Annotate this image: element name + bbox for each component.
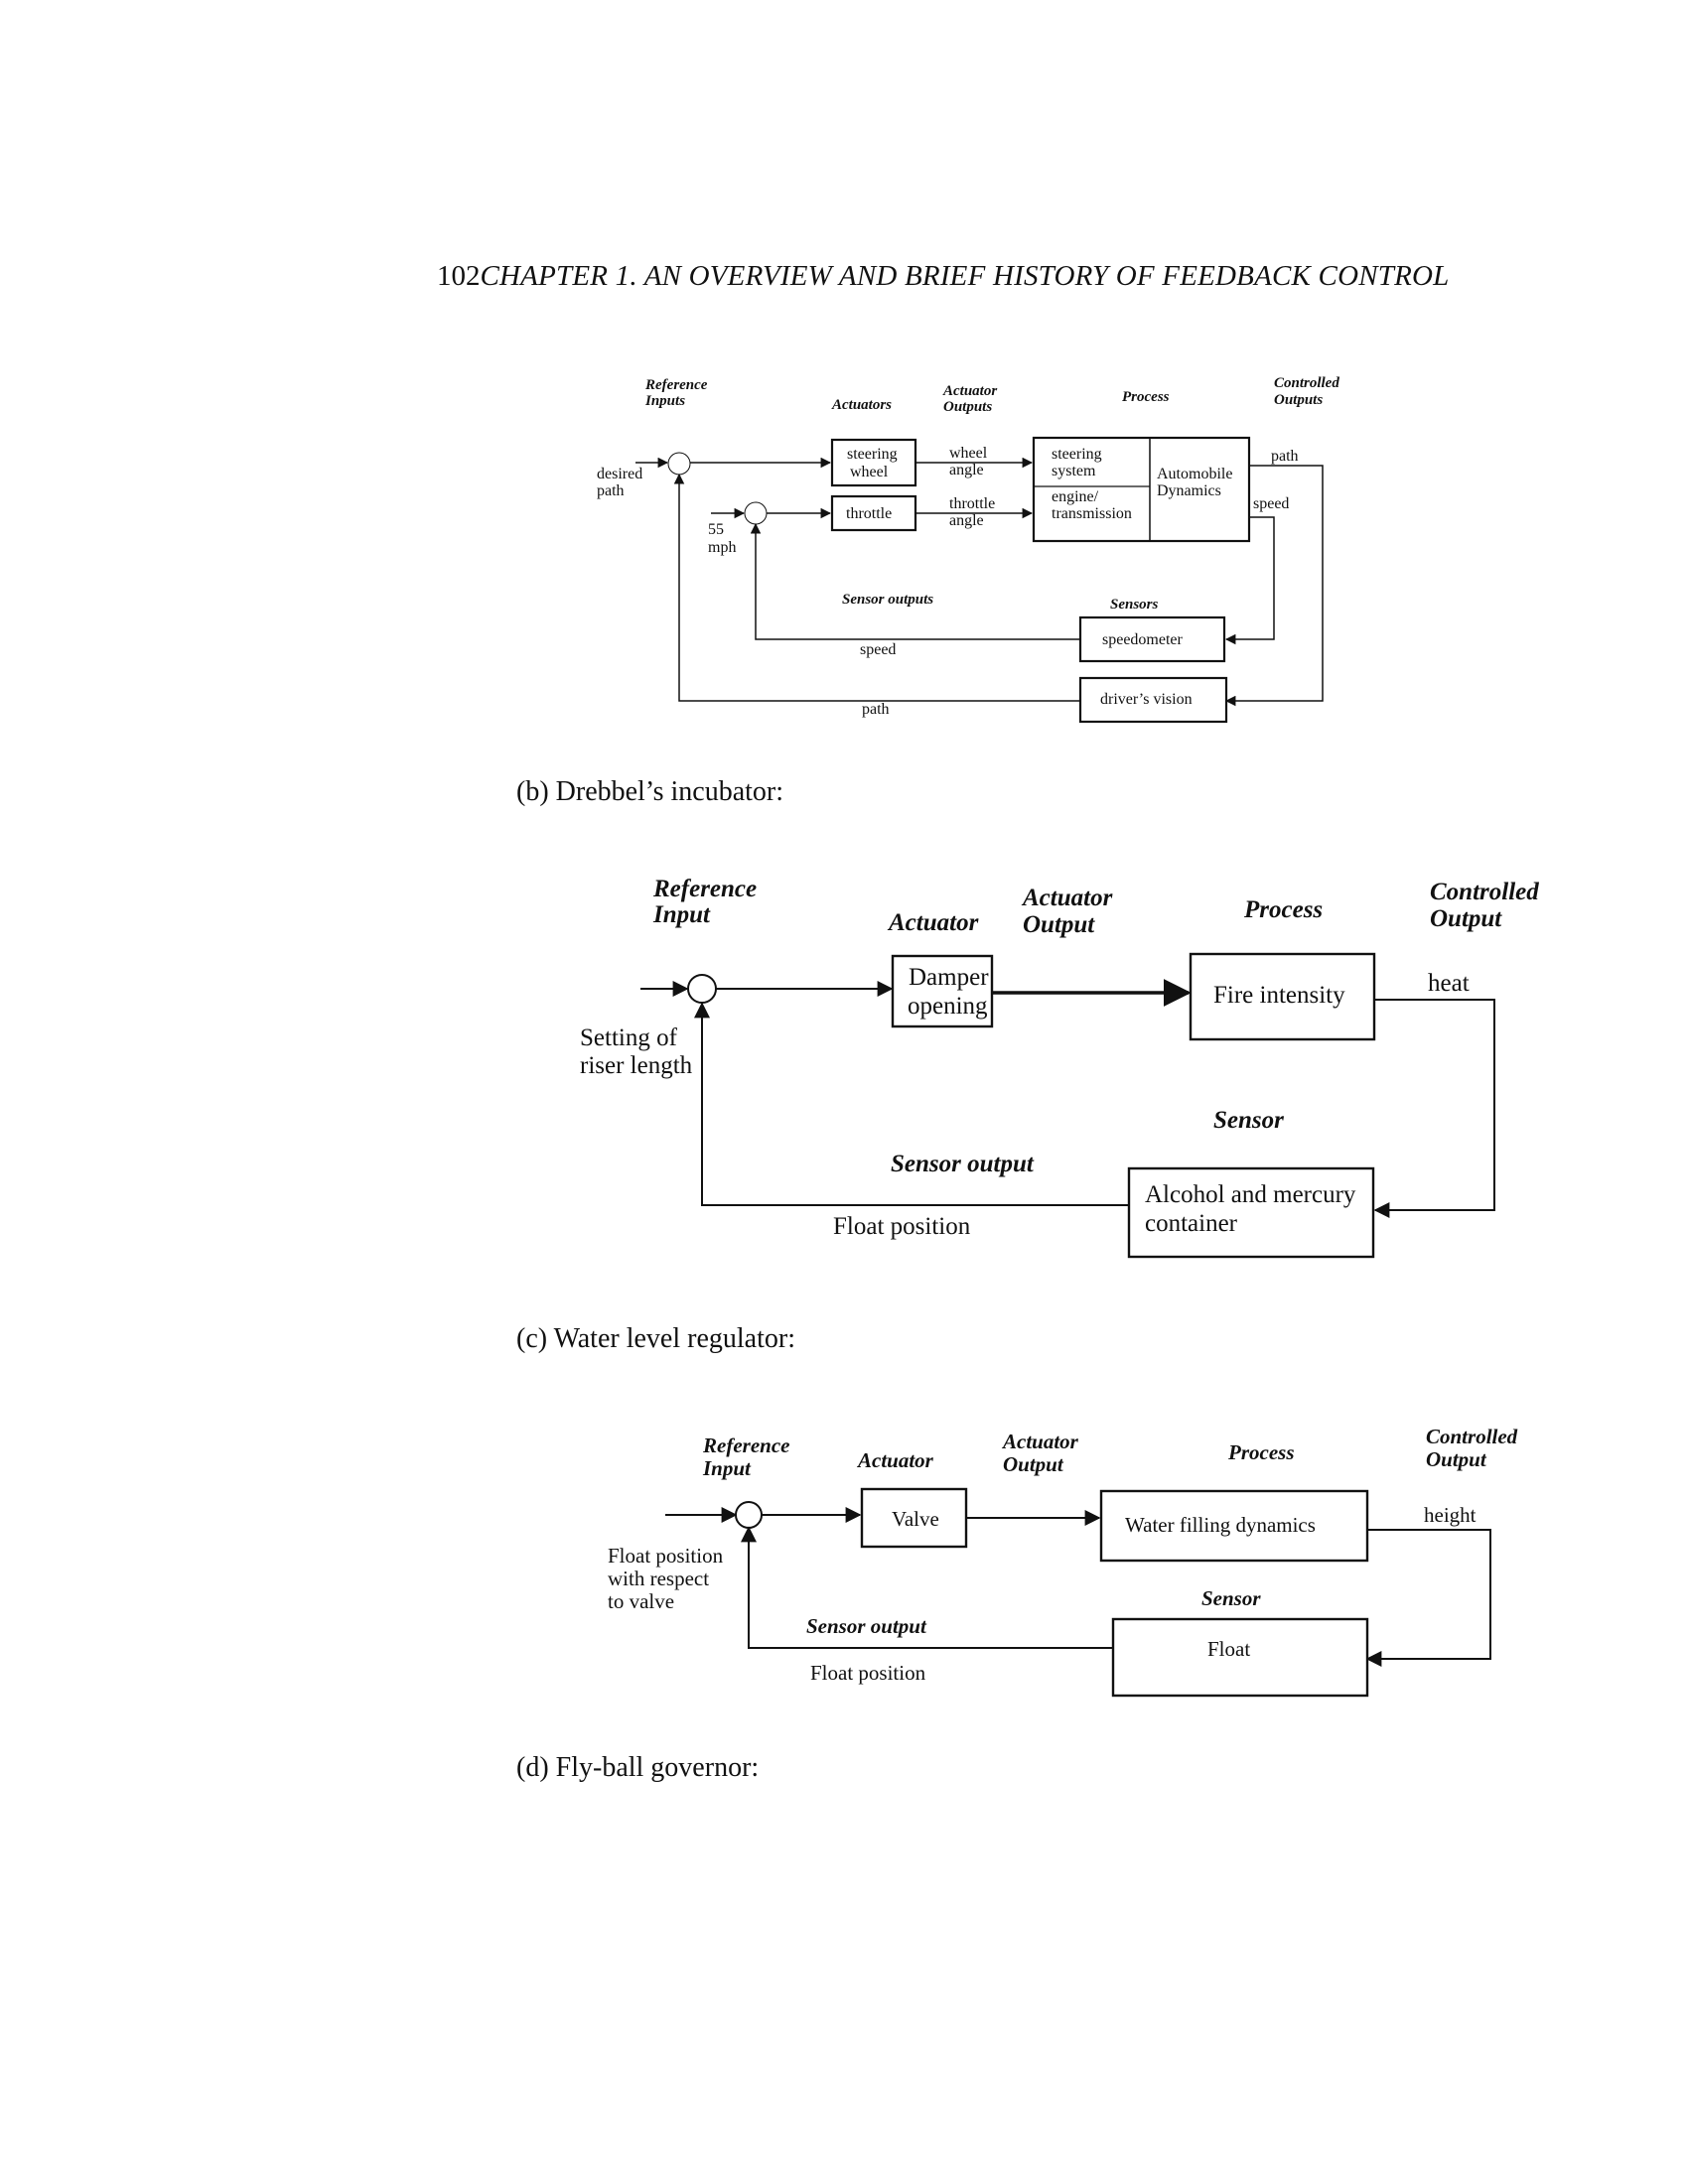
label-steering: steering [847, 446, 898, 463]
caption-c: (c) Water level regulator: [516, 1323, 795, 1354]
input-float-position: Float position [608, 1544, 724, 1568]
input-riser-length: riser length [580, 1052, 693, 1079]
label-opening: opening [908, 993, 988, 1020]
heading-process: Process [1227, 1440, 1295, 1464]
input-path: path [597, 482, 625, 499]
signal-float-position: Float position [833, 1213, 971, 1240]
label-throttle: throttle [846, 505, 892, 522]
label-drivers-vision: driver’s vision [1100, 691, 1193, 708]
feedback-path-return [673, 473, 1080, 702]
heading-controlled-outputs: Outputs [1274, 392, 1323, 408]
signal-angle: angle [949, 462, 984, 478]
heading-controlled-output: Output [1426, 1447, 1487, 1471]
label-dynamics: Dynamics [1157, 482, 1221, 499]
label-engine: engine/ [1052, 488, 1099, 505]
heading-sensor-output: Sensor output [806, 1614, 927, 1638]
label-speedometer: speedometer [1102, 631, 1184, 648]
label-system: system [1052, 463, 1096, 479]
label-float: Float [1207, 1637, 1250, 1661]
heading-controlled-output: Output [1430, 905, 1502, 932]
label-damper: Damper [909, 964, 989, 991]
heading-input: Input [702, 1456, 752, 1480]
label-automobile: Automobile [1157, 466, 1232, 482]
input-to-valve: to valve [608, 1589, 674, 1613]
feedback-speed-line [1224, 516, 1275, 645]
label-transmission: transmission [1052, 505, 1132, 522]
heading-controlled: Controlled [1430, 879, 1539, 905]
heading-sensor-output: Sensor output [891, 1151, 1035, 1177]
input-desired: desired [597, 466, 642, 482]
caption-b: (b) Drebbel’s incubator: [516, 776, 784, 807]
feedback-path-line [1224, 465, 1324, 707]
heading-actuators: Actuators [831, 397, 892, 413]
chapter-title: CHAPTER 1. AN OVERVIEW AND BRIEF HISTORY… [480, 260, 1450, 292]
signal-heat: heat [1428, 970, 1470, 997]
block-drivers-vision [1078, 676, 1228, 724]
heading-sensor: Sensor [1213, 1107, 1284, 1134]
heading-actuator-output: Actuator [1001, 1430, 1079, 1453]
feedback-return-line [741, 1526, 1113, 1649]
heading-reference: Reference [644, 377, 708, 393]
block-fire-intensity [1189, 952, 1376, 1041]
signal-speed-out: speed [1253, 495, 1289, 512]
heading-sensors: Sensors [1110, 597, 1159, 613]
heading-actuator: Actuator [942, 383, 997, 399]
label-valve: Valve [892, 1507, 939, 1531]
block-process [1032, 436, 1251, 543]
feedback-heat-line [1373, 999, 1495, 1218]
block-float [1111, 1617, 1369, 1698]
feedback-return-line [694, 1002, 1129, 1206]
heading-reference: Reference [702, 1433, 789, 1457]
heading-controlled: Controlled [1274, 375, 1339, 391]
heading-actuator: Actuator [887, 909, 979, 936]
feedback-speed-return [750, 522, 1080, 640]
block-water-filling-dynamics [1099, 1489, 1369, 1563]
heading-input: Input [652, 901, 711, 928]
label-fire-intensity: Fire intensity [1213, 982, 1345, 1009]
signal-height: height [1424, 1503, 1477, 1527]
block-speedometer [1078, 615, 1226, 663]
signal-path-out: path [1271, 448, 1299, 465]
heading-sensor-outputs: Sensor outputs [842, 592, 933, 608]
heading-actuator-output: Actuator [1021, 885, 1113, 911]
heading-controlled: Controlled [1426, 1425, 1518, 1448]
label-container: container [1145, 1210, 1238, 1237]
heading-outputs: Outputs [943, 399, 992, 415]
caption-d: (d) Fly-ball governor: [516, 1752, 760, 1783]
label-steering-system: steering [1052, 446, 1102, 463]
label-wheel: wheel [850, 464, 889, 480]
signal-throttle-angle: angle [949, 512, 984, 529]
block-alcohol-mercury-container [1127, 1166, 1375, 1259]
input-mph: mph [708, 539, 736, 556]
feedback-height-line [1365, 1529, 1491, 1667]
heading-inputs: Inputs [644, 393, 685, 409]
input-with-respect: with respect [608, 1567, 709, 1590]
signal-float-position: Float position [810, 1661, 926, 1685]
input-setting-of: Setting of [580, 1024, 678, 1051]
heading-output: Output [1023, 911, 1095, 938]
heading-sensor: Sensor [1201, 1586, 1261, 1610]
summing-junction [735, 1501, 763, 1529]
page-number: 102 [437, 260, 481, 292]
block-damper-opening [891, 954, 994, 1028]
heading-actuator: Actuator [856, 1448, 934, 1472]
heading-process: Process [1122, 389, 1170, 405]
heading-output: Output [1003, 1452, 1064, 1476]
page-header: 102CHAPTER 1. AN OVERVIEW AND BRIEF HIST… [437, 260, 1449, 293]
signal-throttle: throttle [949, 495, 995, 512]
label-alcohol-mercury: Alcohol and mercury [1145, 1181, 1356, 1208]
signal-speed-fb: speed [860, 641, 896, 658]
signal-wheel: wheel [949, 445, 988, 462]
signal-path-fb: path [862, 701, 890, 718]
block-throttle [830, 494, 917, 532]
input-55: 55 [708, 521, 724, 538]
heading-reference: Reference [652, 876, 757, 902]
heading-process: Process [1243, 896, 1323, 923]
label-water-filling: Water filling dynamics [1125, 1513, 1316, 1537]
